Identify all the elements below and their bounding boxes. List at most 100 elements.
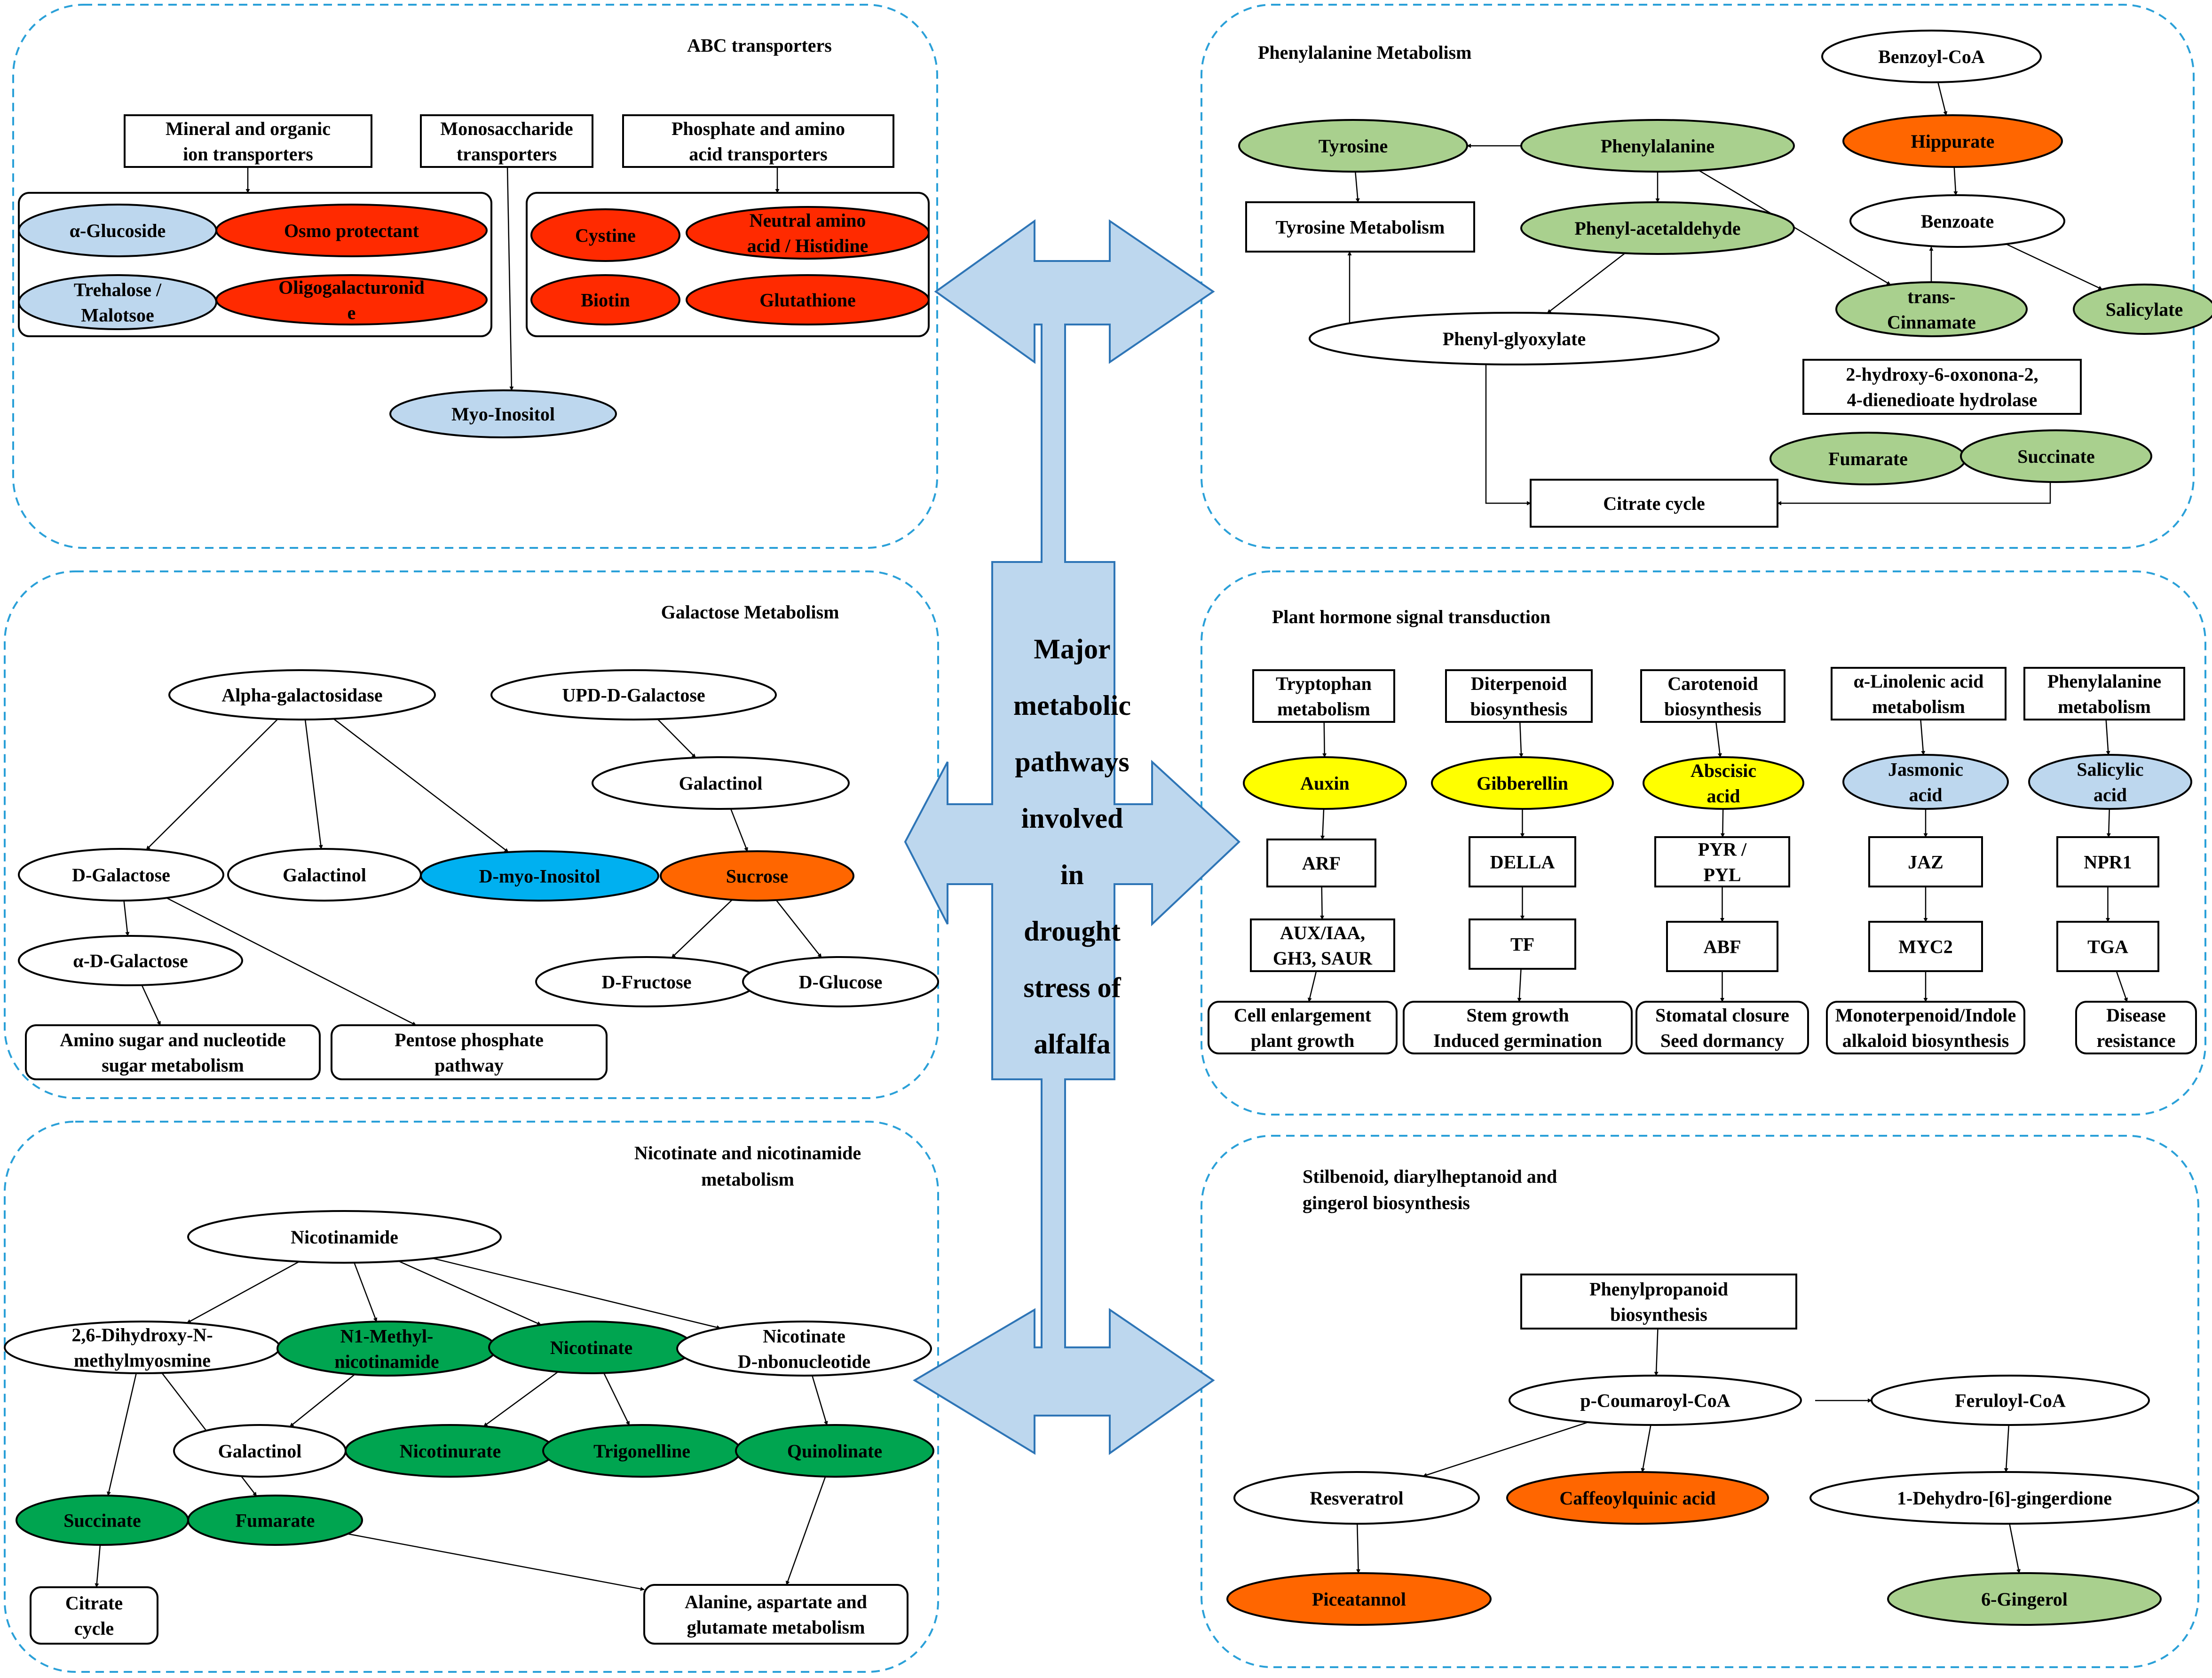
edge-s-resv-to-s-picea bbox=[1356, 1523, 1361, 1574]
edge-h-auxin-to-h-arf bbox=[1320, 808, 1325, 840]
node-label: acid bbox=[1909, 784, 1942, 806]
node-box bbox=[1831, 667, 2007, 720]
node-abc-glucoside: α-Glucoside bbox=[18, 204, 217, 257]
node-gal-glucose: D-Glucose bbox=[742, 956, 939, 1007]
node-ellipse bbox=[18, 935, 243, 986]
edge-h-lino-to-h-ja bbox=[1920, 719, 1926, 755]
node-label: plant growth bbox=[1251, 1030, 1354, 1051]
node-box bbox=[1245, 201, 1475, 253]
node-label: Resveratrol bbox=[1310, 1488, 1403, 1509]
edge-gal-alpha-to-gal-galactinol bbox=[304, 719, 323, 849]
node-label: Diterpenoid bbox=[1471, 673, 1567, 694]
node-box bbox=[1802, 359, 2082, 415]
node-ellipse bbox=[1238, 119, 1468, 173]
node-label: Piceatannol bbox=[1312, 1589, 1406, 1610]
node-label: Nicotinate bbox=[550, 1337, 633, 1358]
node-abc-trehalose: Trehalose /Malotsoe bbox=[18, 274, 217, 330]
node-label: D-Glucose bbox=[799, 972, 883, 993]
node-box bbox=[2056, 921, 2159, 972]
node-gal-galactinol-top: Galactinol bbox=[592, 756, 850, 810]
node-rounded-box bbox=[2075, 1001, 2197, 1054]
node-label: Osmo protectant bbox=[284, 220, 419, 241]
node-box bbox=[420, 114, 593, 168]
node-label: Glutathione bbox=[759, 290, 855, 311]
node-label: Tyrosine bbox=[1319, 135, 1388, 157]
edge-h-tga-to-h-dis bbox=[2116, 971, 2128, 1002]
node-label: Salicylate bbox=[2106, 299, 2183, 320]
node-box bbox=[2023, 667, 2185, 720]
node-label: metabolism bbox=[2058, 696, 2151, 717]
edge-h-tf-to-h-stem bbox=[1517, 968, 1522, 1002]
node-phe-tyrmet: Tyrosine Metabolism bbox=[1245, 201, 1475, 253]
node-label: α-D-Galactose bbox=[73, 950, 188, 972]
node-gal-sucrose: Sucrose bbox=[660, 850, 854, 902]
node-s-feruloyl: Feruloyl-CoA bbox=[1871, 1375, 2150, 1426]
node-ellipse bbox=[592, 756, 850, 810]
node-box bbox=[2056, 836, 2159, 887]
node-n-fumarate: Fumarate bbox=[187, 1495, 363, 1546]
node-phe-benzoyl: Benzoyl-CoA bbox=[1821, 30, 2042, 83]
node-s-resv: Resveratrol bbox=[1233, 1471, 1480, 1525]
node-box bbox=[1868, 921, 1983, 972]
node-label: Succinate bbox=[63, 1510, 141, 1531]
node-label: ARF bbox=[1302, 853, 1341, 874]
node-h-gib: Gibberellin bbox=[1431, 756, 1614, 810]
node-label: Cystine bbox=[575, 225, 636, 246]
panel-nic bbox=[4, 1121, 939, 1673]
edge-s-phenylprop-to-s-pcoum bbox=[1654, 1328, 1659, 1376]
center-label-line: pathways bbox=[1015, 746, 1129, 777]
panel-phe bbox=[1201, 4, 2195, 549]
node-h-pyr: PYR /PYL bbox=[1654, 836, 1790, 887]
center-label-line: Major bbox=[1034, 633, 1110, 665]
edge-gal-alpha-to-gal-dgal bbox=[146, 719, 278, 850]
edge-h-phe-to-h-sa bbox=[2105, 719, 2110, 755]
node-h-tga: TGA bbox=[2056, 921, 2159, 972]
panel-layer bbox=[4, 4, 2206, 1673]
edge-abc-mono-to-abc-myo bbox=[506, 141, 514, 391]
node-label: TGA bbox=[2087, 936, 2128, 958]
center-label-line: stress of bbox=[1023, 972, 1121, 1003]
edge-gal-dgal-to-gal-pentose bbox=[166, 897, 417, 1026]
node-label: Phosphate and amino bbox=[672, 118, 845, 139]
node-h-della: DELLA bbox=[1469, 836, 1576, 887]
node-phe-hydrolase: 2-hydroxy-6-oxonona-2,4-dienedioate hydr… bbox=[1802, 359, 2082, 415]
node-label: D-Fructose bbox=[601, 972, 691, 993]
edge-phe-benzoate-to-phe-salicylate bbox=[2006, 243, 2103, 290]
node-label: Trehalose / bbox=[74, 279, 162, 301]
node-label: Fumarate bbox=[236, 1510, 315, 1531]
edge-n-n1methyl-to-n-galactinol bbox=[289, 1374, 356, 1427]
node-ellipse bbox=[18, 848, 224, 902]
node-box bbox=[1469, 836, 1576, 887]
node-ellipse bbox=[1233, 1471, 1480, 1525]
node-label: Alpha-galactosidase bbox=[221, 685, 382, 706]
node-h-auxin: Auxin bbox=[1243, 756, 1407, 810]
node-s-pcoum: p-Coumaroyl-CoA bbox=[1509, 1375, 1802, 1426]
node-label: Hippurate bbox=[1911, 131, 1995, 152]
node-abc-cystine: Cystine bbox=[530, 208, 680, 262]
node-gal-alpha: Alpha-galactosidase bbox=[168, 669, 436, 720]
node-ellipse bbox=[735, 1424, 934, 1478]
panel-title-phe: Phenylalanine Metabolism bbox=[1258, 42, 1471, 63]
node-label: TF bbox=[1510, 934, 1534, 955]
edge-gal-adgal-to-gal-amino bbox=[141, 985, 161, 1026]
panel-abc bbox=[12, 4, 938, 549]
center-label-line: alfalfa bbox=[1034, 1029, 1110, 1060]
node-label: Phenylalanine bbox=[2047, 671, 2161, 692]
node-label: Citrate bbox=[65, 1592, 123, 1614]
node-label: alkaloid biosynthesis bbox=[1842, 1030, 2009, 1051]
node-ellipse bbox=[168, 669, 436, 720]
node-phe-benzoate: Benzoate bbox=[1849, 194, 2065, 248]
panel-stil bbox=[1201, 1135, 2199, 1668]
node-ellipse bbox=[389, 389, 617, 438]
edge-n-nicotinamide-to-n-n1methyl bbox=[354, 1262, 378, 1322]
node-label: acid / Histidine bbox=[747, 235, 869, 256]
node-rounded-box bbox=[25, 1024, 321, 1080]
